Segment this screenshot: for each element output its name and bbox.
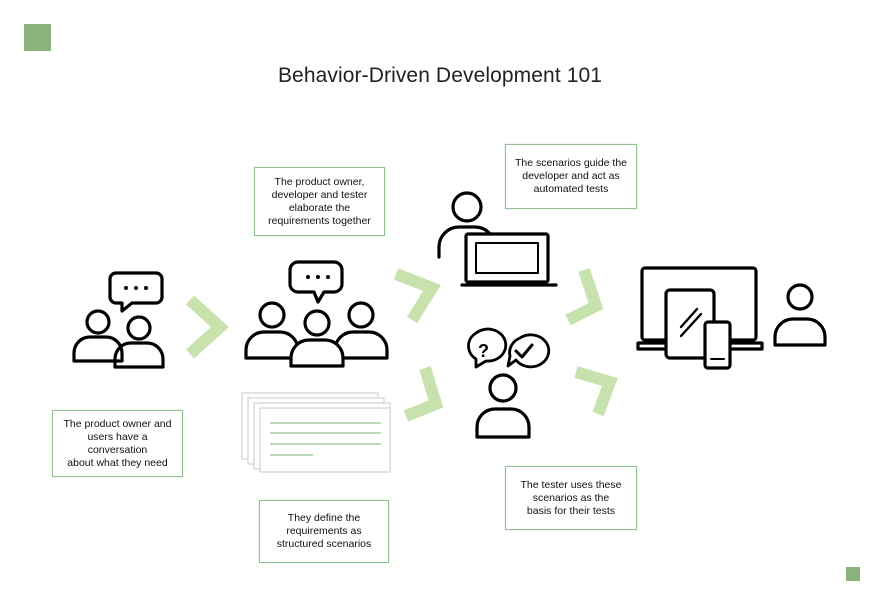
box-line: requirements together <box>268 214 371 227</box>
step-box-tester: The tester uses these scenarios as the b… <box>505 466 637 530</box>
box-line: The product owner and <box>63 417 172 430</box>
box-line: requirements as <box>286 525 362 537</box>
box-line: scenarios as the <box>532 491 610 504</box>
person-question-check-icon: ? <box>467 327 551 439</box>
flow-chevron-4 <box>565 268 604 326</box>
step-box-conversation: The product owner and users have a conve… <box>52 410 183 477</box>
flow-chevron-1 <box>185 295 229 359</box>
person-laptop-icon <box>437 191 558 287</box>
box-line: developer and act as <box>522 170 620 182</box>
box-line: about what they need <box>67 456 168 469</box>
step-box-developer: The scenarios guide the developer and ac… <box>505 144 637 209</box>
box-line: automated tests <box>533 183 609 195</box>
accent-square-top-left <box>24 24 51 51</box>
svg-text:?: ? <box>478 341 489 361</box>
box-line: basis for their tests <box>526 504 616 517</box>
flow-chevron-3 <box>403 366 444 422</box>
accent-square-bottom-right <box>846 567 860 581</box>
step-box-elaborate: The product owner, developer and tester … <box>254 167 385 236</box>
flow-chevron-5 <box>574 366 618 417</box>
box-line: They define the <box>287 512 361 524</box>
box-line: The scenarios guide the <box>514 157 628 169</box>
box-line: developer and tester <box>271 188 368 201</box>
box-line: structured scenarios <box>276 538 372 550</box>
two-people-speech-bubble-icon <box>72 271 165 369</box>
page-title: Behavior-Driven Development 101 <box>277 64 603 87</box>
three-people-speech-bubble-icon <box>244 260 389 368</box>
person-devices-icon <box>636 266 827 370</box>
document-stack-icon <box>241 392 391 473</box>
flow-chevron-2 <box>393 268 441 324</box>
box-line: users have a conversation <box>87 430 148 456</box>
box-line: The product owner, <box>274 175 365 188</box>
box-line: elaborate the <box>288 201 351 214</box>
box-line: The tester uses these <box>520 478 622 491</box>
step-box-scenarios: They define the requirements as structur… <box>259 500 389 563</box>
